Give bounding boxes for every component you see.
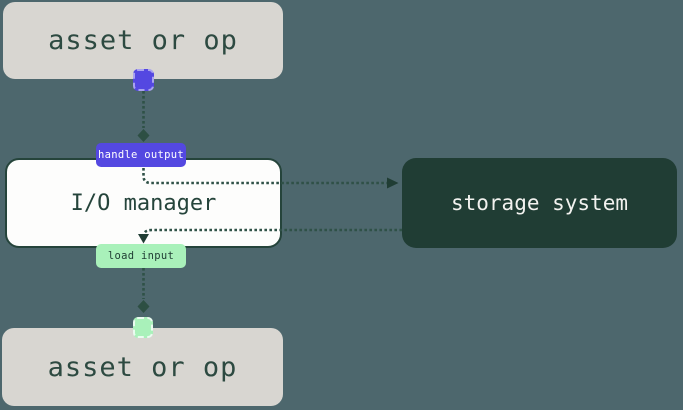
diamond-arrowhead-bottom: [137, 300, 150, 313]
handle-output-badge: handle output: [96, 143, 186, 167]
diamond-arrowhead-top: [137, 129, 150, 142]
load-input-badge-label: load input: [107, 250, 175, 262]
asset-or-op-top-node: asset or op: [3, 2, 283, 79]
load-input-badge: load input: [96, 244, 186, 268]
input-handle-square: [133, 317, 153, 338]
io-manager-label: I/O manager: [70, 190, 217, 216]
io-manager-node: I/O manager: [5, 158, 282, 248]
asset-or-op-bottom-node: asset or op: [2, 328, 283, 406]
storage-system-node: storage system: [402, 158, 677, 248]
asset-or-op-bottom-label: asset or op: [47, 351, 238, 383]
right-arrowhead-storage: [387, 177, 399, 189]
handle-output-badge-label: handle output: [97, 149, 185, 161]
output-handle-square: [133, 69, 154, 91]
asset-or-op-top-label: asset or op: [48, 25, 238, 56]
storage-system-label: storage system: [450, 191, 628, 215]
